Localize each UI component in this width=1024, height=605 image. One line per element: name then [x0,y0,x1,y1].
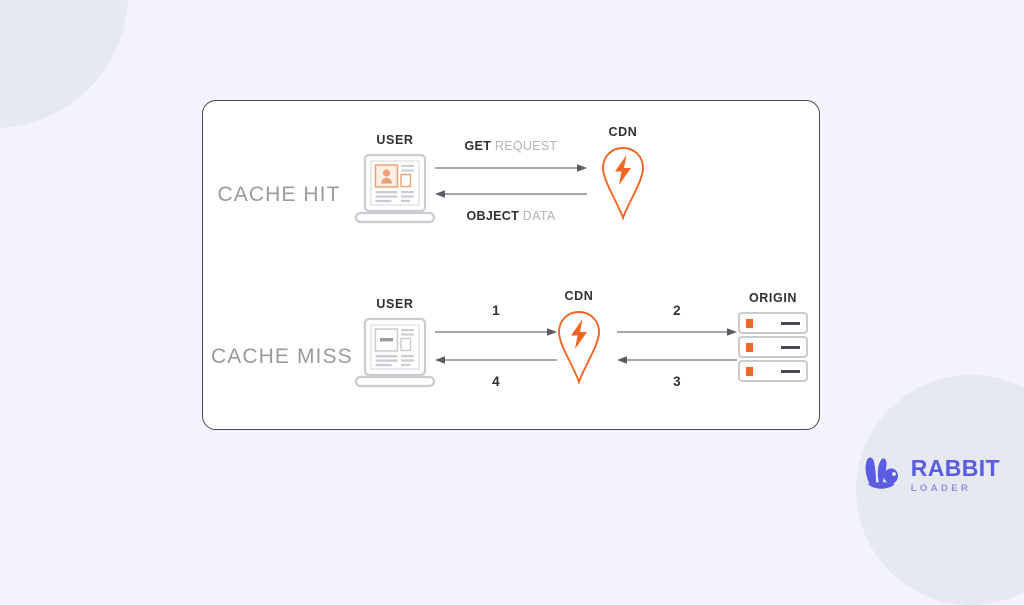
cache-hit-cdn-node: CDN [599,125,647,221]
cache-hit-arrow-get-request: GET REQUEST [435,139,587,173]
cache-miss-cdn-label: CDN [564,289,594,303]
cdn-cache-diagram-card: CACHE HIT USER [202,100,820,430]
cache-miss-arrow-3: 3 [617,355,737,389]
cache-miss-cdn-node: CDN [555,289,603,385]
cache-miss-arrow-1: 1 [435,303,557,337]
background-circle-top-left [0,0,128,128]
logo-name: RABBIT [910,454,1000,481]
arrow-label-get-request: GET REQUEST [464,139,558,153]
cache-miss-arrow-4: 4 [435,355,557,389]
map-pin-lightning-icon [558,311,600,385]
cache-hit-arrow-group: GET REQUEST OBJECT DATA [435,139,587,223]
arrow-left-icon [435,356,557,364]
cache-hit-cdn-label: CDN [608,125,638,139]
cache-hit-user-label: USER [376,133,414,147]
rabbit-loader-logo: RABBIT LOADER [862,455,1000,495]
arrow-right-icon [435,328,557,336]
cache-miss-right-arrow-group: 2 3 [617,303,737,389]
arrow-label-1: 1 [492,303,500,318]
cache-hit-arrow-object-data: OBJECT DATA [435,189,587,223]
cache-miss-user-label: USER [376,297,414,311]
arrow-label-2: 2 [673,303,681,318]
arrow-right-icon [435,164,587,172]
cache-miss-arrow-2: 2 [617,303,737,337]
logo-subtitle: LOADER [910,482,972,494]
laptop-icon [354,153,436,224]
cache-miss-left-arrow-group: 1 4 [435,303,557,389]
cache-miss-user-node: USER [351,297,439,393]
rabbit-head-icon [865,457,898,489]
logo-text-block: RABBIT LOADER [910,454,1000,494]
cache-hit-row: CACHE HIT USER [203,115,819,255]
cache-hit-user-node: USER [351,133,439,229]
server-rack-icon [738,312,808,382]
cache-hit-label: CACHE HIT [217,183,341,206]
cache-miss-origin-label: ORIGIN [748,291,798,305]
arrow-right-icon [617,328,737,336]
cache-miss-label: CACHE MISS [211,345,353,368]
map-pin-lightning-icon [602,147,644,221]
laptop-icon [354,317,436,388]
cache-miss-row: CACHE MISS USER [203,283,819,423]
arrow-label-object-data: OBJECT DATA [466,209,556,223]
arrow-label-4: 4 [492,374,500,389]
arrow-label-3: 3 [673,374,681,389]
cache-miss-origin-node: ORIGIN [737,291,809,385]
arrow-left-icon [435,190,587,198]
arrow-left-icon [617,356,737,364]
